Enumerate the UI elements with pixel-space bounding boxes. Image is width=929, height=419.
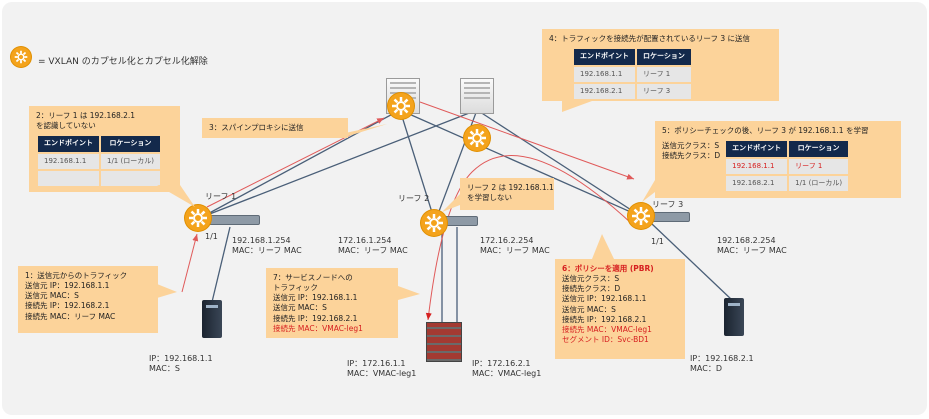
gear-icon bbox=[628, 203, 654, 229]
gear-icon bbox=[388, 93, 414, 119]
callout-policy-learn: 5：ポリシーチェックの後、リーフ 3 が 192.168.1.1 を学習 送信元… bbox=[655, 121, 901, 198]
gear-icon bbox=[421, 210, 447, 236]
legend-text: = VXLAN のカプセル化とカプセル化解除 bbox=[38, 57, 208, 67]
callout-apply-pbr: 6：ポリシーを適用 (PBR) 送信元クラス：S 接続先クラス：D 送信元 IP… bbox=[555, 259, 685, 359]
spine-switch-icon bbox=[460, 78, 494, 114]
leaf2-label: リーフ 2 bbox=[398, 194, 430, 203]
leaf1-label: リーフ 1 bbox=[205, 192, 237, 201]
firewall-icon bbox=[426, 322, 462, 362]
callout-leaf1-unknown: 2：リーフ 1 は 192.168.2.1 を認識していない エンドポイントロケ… bbox=[29, 106, 180, 192]
server-icon bbox=[202, 300, 222, 338]
callout-forward-to-leaf3: 4：トラフィックを接続先が配置されているリーフ 3 に送信 エンドポイントロケー… bbox=[542, 29, 779, 101]
gear-icon bbox=[464, 125, 490, 151]
leaf3-label: リーフ 3 bbox=[652, 200, 684, 209]
gear-icon bbox=[185, 205, 211, 231]
legend-gear-icon bbox=[11, 47, 31, 67]
callout-spine-proxy: 3：スパインプロキシに送信 bbox=[202, 118, 348, 138]
spine-leaf-links bbox=[201, 109, 733, 324]
leaf3-port-label: 1/1 bbox=[651, 237, 664, 246]
server-icon bbox=[724, 298, 744, 336]
callout-service-node-traffic: 7：サービスノードへの トラフィック 送信元 IP：192.168.1.1 送信… bbox=[266, 268, 398, 338]
leaf1-port-label: 1/1 bbox=[205, 232, 218, 241]
callout-source-traffic: 1：送信元からのトラフィック 送信元 IP：192.168.1.1 送信元 MA… bbox=[18, 266, 158, 333]
callout-leaf2-no-learn: リーフ 2 は 192.168.1.1 を学習しない bbox=[460, 178, 554, 210]
